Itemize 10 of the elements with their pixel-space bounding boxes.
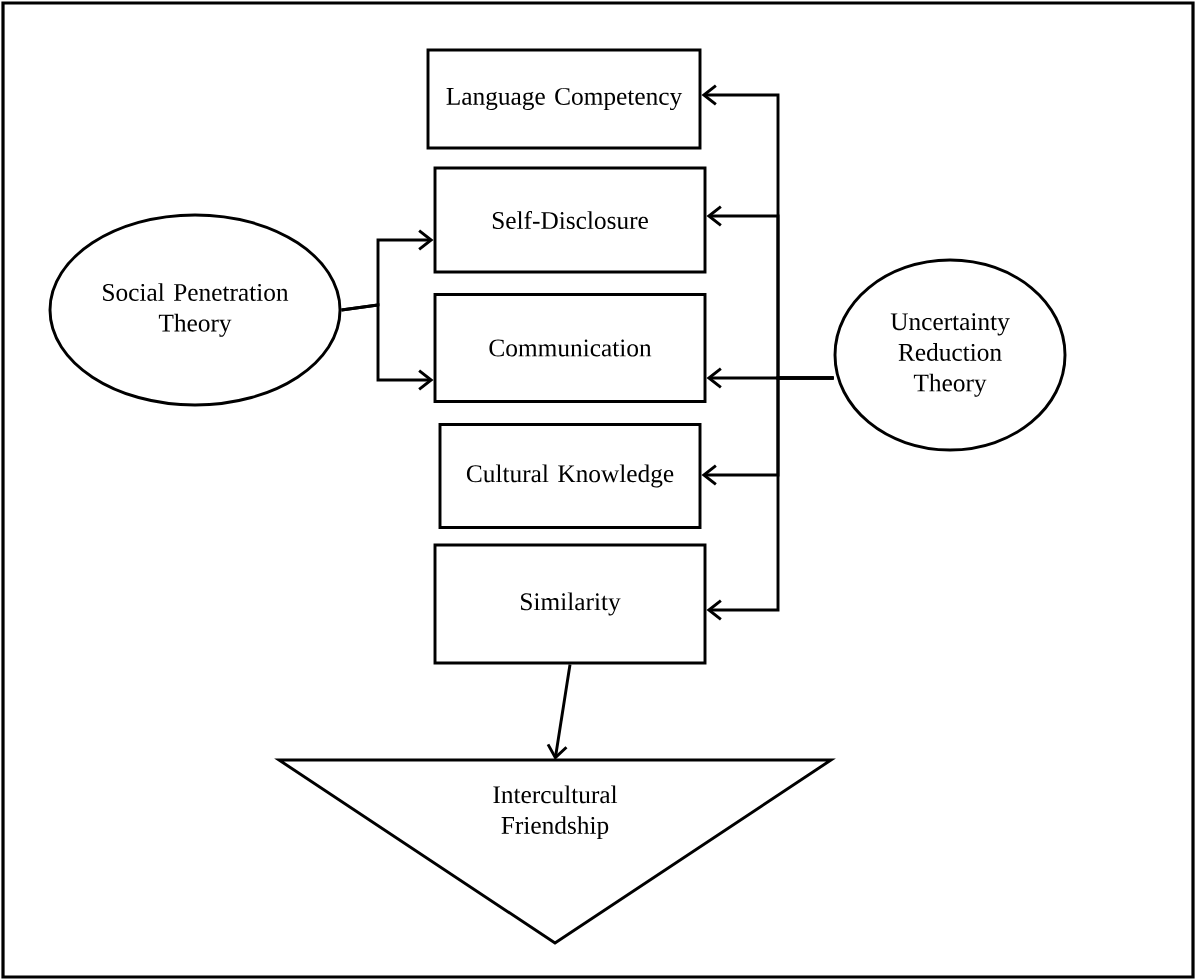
ellipse-node: Uncertainty Reduction Theory [833, 258, 1067, 452]
process-box: Language Competency [426, 48, 702, 150]
process-box: Communication [433, 293, 707, 403]
arrow [706, 376, 834, 621]
ellipse-node: Social Penetration Theory [48, 213, 342, 407]
arrow [341, 303, 434, 391]
process-box: Cultural Knowledge [438, 423, 702, 529]
process-box: Self-Disclosure [433, 166, 707, 274]
process-box: Similarity [433, 543, 707, 665]
arrow [546, 664, 572, 760]
